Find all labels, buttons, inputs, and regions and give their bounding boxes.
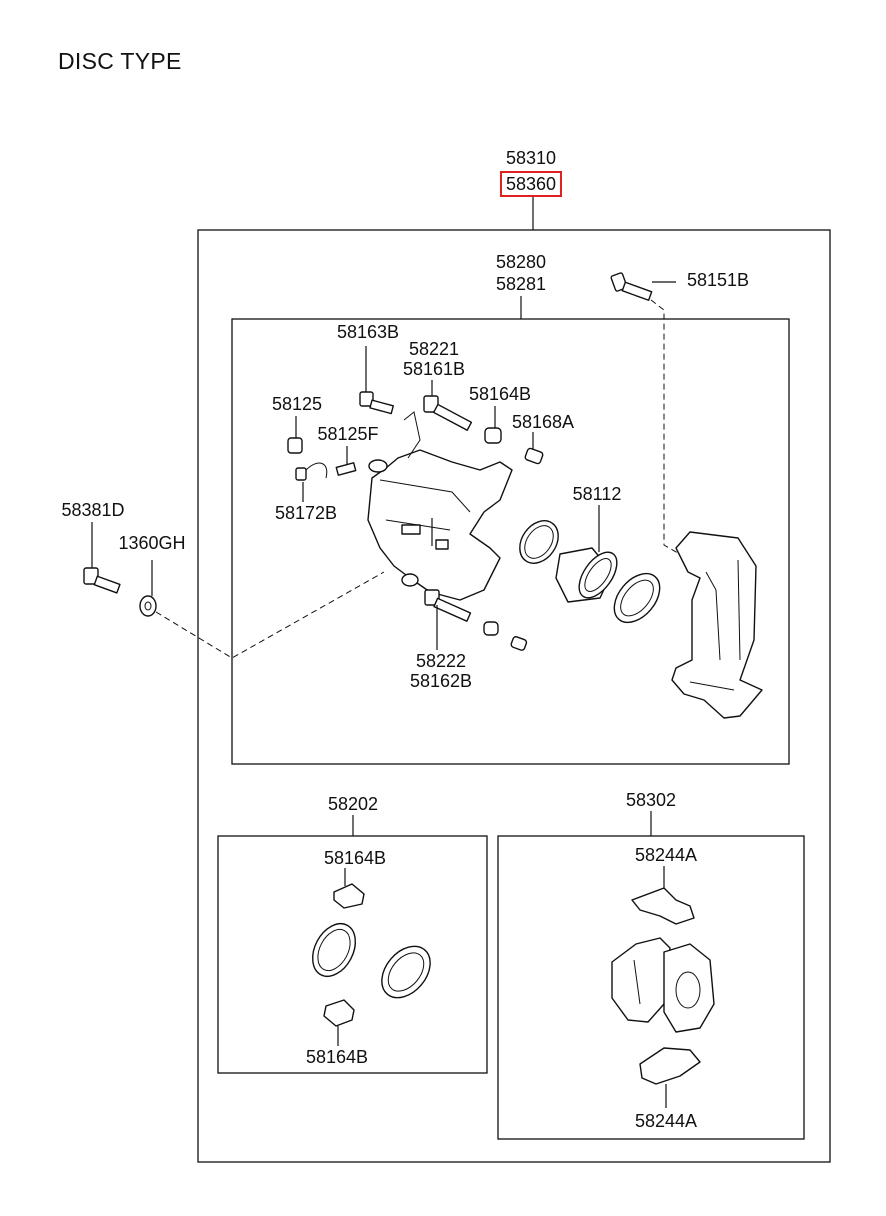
piston-seal-ring	[519, 520, 559, 564]
label-guide-pin-a: 58221	[408, 339, 460, 359]
pad-kit-pad-left	[611, 937, 671, 1023]
piston-part	[555, 505, 618, 603]
caliper-body-part	[367, 411, 513, 601]
guide-pin-a-part	[423, 380, 473, 431]
caliper-group-frame	[231, 318, 790, 765]
mount-dashed-leader	[155, 571, 385, 659]
bleeder-screw-part	[335, 446, 357, 476]
bleeder-cap-part	[287, 416, 303, 454]
guide-pin-b-part	[424, 589, 528, 651]
seal-kit-boot-ring	[381, 945, 431, 999]
label-guide-pin-a-sub: 58161B	[402, 359, 466, 379]
piston-boot-ring	[613, 572, 661, 624]
label-pad-kit-spring-bottom: 58244A	[634, 1111, 698, 1131]
label-pad-kit-spring-top: 58244A	[634, 845, 698, 865]
seal-kit-boot-top	[333, 868, 365, 909]
label-seal-kit-boot-bottom: 58164B	[305, 1047, 369, 1067]
label-hose-clip: 58172B	[274, 503, 338, 523]
label-bleeder-screw: 58125F	[317, 424, 379, 444]
seal-kit-ring	[311, 923, 357, 977]
bracket-bolt-dashed-leader	[650, 299, 691, 561]
label-guide-pin-b-sub: 58162B	[409, 671, 473, 691]
pad-kit-pad-right	[663, 943, 715, 1033]
hose-clip-part	[295, 462, 328, 502]
pad-kit-spring-bottom	[639, 1047, 701, 1108]
label-piston: 58112	[572, 484, 622, 504]
label-seal-kit: 58202	[327, 794, 379, 814]
washer-part	[139, 560, 157, 617]
assembly-frame	[197, 229, 831, 1163]
bracket-bolt-part	[610, 272, 676, 301]
label-bracket-bolt: 58151B	[686, 270, 750, 290]
label-main-part: 58310	[505, 148, 557, 168]
label-caliper-group-b: 58281	[495, 274, 547, 294]
label-highlighted-part[interactable]: 58360	[499, 171, 563, 197]
mount-bolt-part	[83, 522, 121, 594]
label-guide-pin-b: 58222	[415, 651, 467, 671]
label-caliper-group-a: 58280	[495, 252, 547, 272]
page-title: DISC TYPE	[58, 48, 182, 74]
label-sleeve: 58168A	[511, 412, 575, 432]
label-boot-upper: 58164B	[468, 384, 532, 404]
caliper-bolt-part	[359, 346, 394, 415]
label-washer: 1360GH	[118, 533, 186, 553]
seal-kit-boot-bottom	[323, 999, 355, 1046]
label-bleeder-cap: 58125	[271, 394, 323, 414]
bracket-part	[671, 531, 763, 719]
boot-upper-part	[484, 406, 502, 444]
sleeve-part	[524, 432, 544, 465]
label-mount-bolt: 58381D	[61, 500, 125, 520]
pad-kit-spring-top	[631, 866, 695, 925]
label-caliper-bolt: 58163B	[336, 322, 400, 342]
label-pad-kit: 58302	[625, 790, 677, 810]
label-seal-kit-boot-top: 58164B	[323, 848, 387, 868]
